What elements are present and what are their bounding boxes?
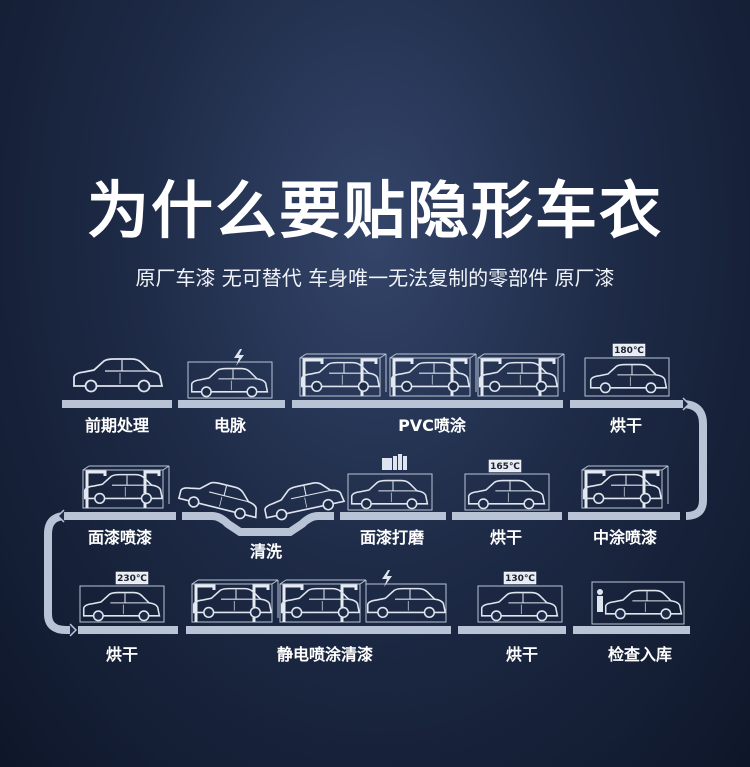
station-dry-230: 230℃ <box>79 571 165 623</box>
page-subtitle: 原厂车漆 无可替代 车身唯一无法复制的零部件 原厂漆 <box>135 266 615 290</box>
station-pretreatment <box>73 358 163 393</box>
step-label-inspection: 检查入库 <box>608 645 672 664</box>
station-electrostatic-clearcoat <box>191 570 447 624</box>
car-icon <box>589 363 668 394</box>
car-icon <box>190 367 269 398</box>
station-dry-165: 165℃ <box>464 459 550 511</box>
car-icon <box>478 361 558 393</box>
car-icon <box>390 361 470 393</box>
sanding-hand-icon <box>382 454 407 470</box>
station-inspection <box>591 581 685 625</box>
station-dry-130: 130℃ <box>477 571 563 623</box>
step-label-topcoat-sanding: 面漆打磨 <box>360 528 424 547</box>
car-icon <box>192 587 272 619</box>
step-label-electrostatic-clearcoat: 静电喷涂清漆 <box>277 645 373 664</box>
step-label-wash: 清洗 <box>250 542 282 561</box>
car-icon <box>366 587 446 619</box>
step-label-pvc-spray: PVC喷涂 <box>398 416 467 435</box>
lightning-icon <box>234 349 244 366</box>
step-label-primer-spray: 中涂喷漆 <box>593 528 657 547</box>
direction-arrows <box>56 397 691 637</box>
page-title: 为什么要贴隐形车衣 <box>86 174 663 247</box>
temperature-label: 165℃ <box>490 462 520 472</box>
station-topcoat-spray <box>82 465 170 510</box>
car-icon <box>300 361 380 393</box>
step-label-pretreatment: 前期处理 <box>85 416 149 435</box>
temperature-label: 230℃ <box>117 574 147 584</box>
step-label-dry-2: 烘干 <box>490 528 522 547</box>
car-icon <box>83 473 163 505</box>
temperature-label: 130℃ <box>505 574 535 584</box>
step-label-dry-4: 烘干 <box>506 645 538 664</box>
car-icon <box>350 479 429 510</box>
car-icon <box>480 591 559 622</box>
station-dry-180: 180℃ <box>584 343 670 397</box>
station-pvc-spray <box>299 353 565 398</box>
temperature-label: 180℃ <box>614 346 644 356</box>
process-track <box>44 400 707 634</box>
step-label-dry-3: 烘干 <box>106 645 138 664</box>
car-icon <box>467 479 546 510</box>
car-icon <box>604 589 683 620</box>
station-topcoat-sanding <box>347 454 433 511</box>
inspector-icon <box>597 589 603 612</box>
step-label-dry-1: 烘干 <box>610 416 642 435</box>
car-icon <box>73 358 163 393</box>
station-primer-spray <box>581 465 669 510</box>
car-icon <box>280 587 360 619</box>
step-label-electrophoresis: 电脉 <box>214 416 247 435</box>
station-electrophoresis <box>187 349 273 399</box>
car-icon <box>82 591 161 622</box>
step-label-topcoat-spray: 面漆喷漆 <box>88 528 152 547</box>
car-icon <box>582 473 662 505</box>
